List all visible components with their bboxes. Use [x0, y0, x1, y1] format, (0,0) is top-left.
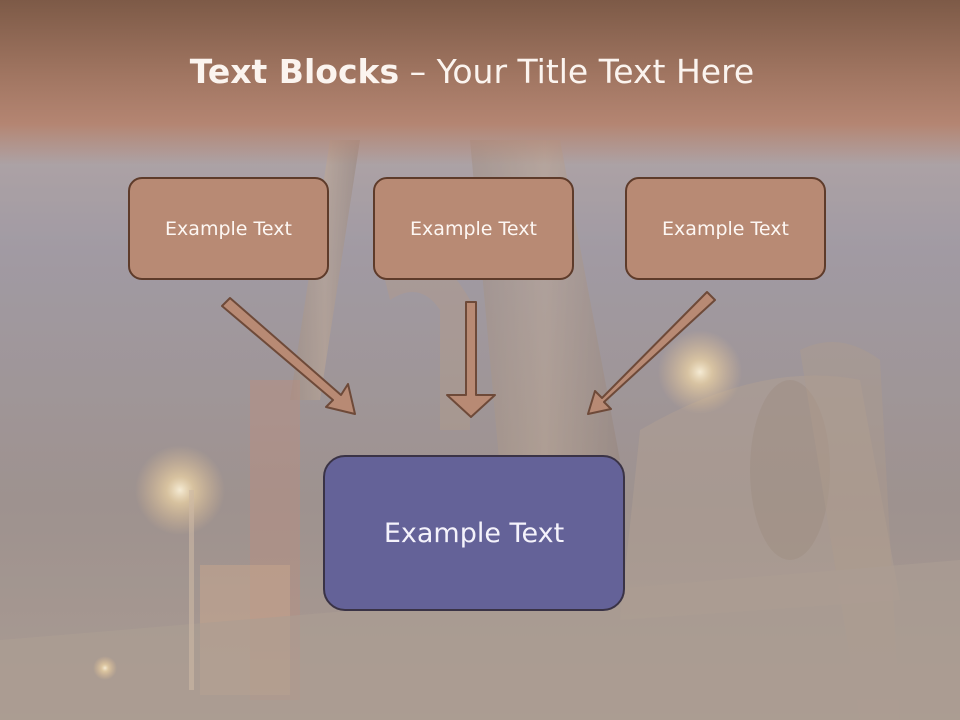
- text-block-1-label: Example Text: [165, 217, 292, 240]
- arrow-center: [446, 301, 496, 418]
- arrow-right: [587, 291, 716, 415]
- slide-title: Text Blocks – Your Title Text Here: [0, 52, 944, 91]
- title-bold: Text Blocks: [189, 52, 400, 91]
- title-rest: Your Title Text Here: [436, 52, 755, 91]
- text-block-2[interactable]: Example Text: [373, 177, 574, 280]
- arrow-left: [221, 297, 356, 415]
- title-band: [0, 0, 960, 165]
- text-block-2-label: Example Text: [410, 217, 537, 240]
- main-text-block[interactable]: Example Text: [323, 455, 625, 611]
- main-text-block-label: Example Text: [383, 517, 565, 549]
- text-block-1[interactable]: Example Text: [128, 177, 329, 280]
- text-block-3-label: Example Text: [662, 217, 789, 240]
- text-block-3[interactable]: Example Text: [625, 177, 826, 280]
- title-dash: –: [399, 52, 437, 91]
